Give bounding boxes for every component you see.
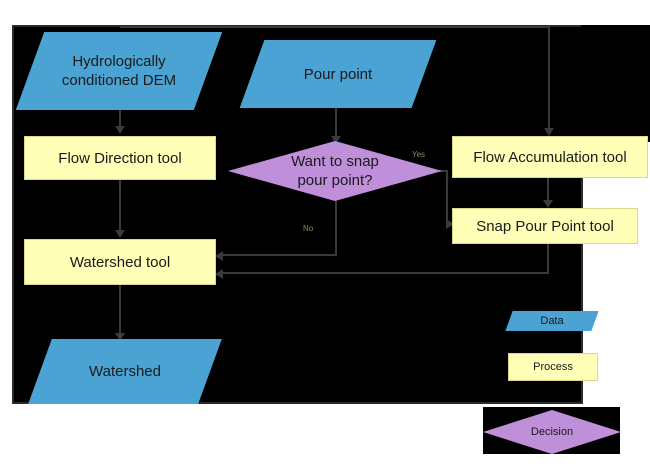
node-flow-accumulation-tool[interactable]: Flow Accumulation tool xyxy=(452,136,648,178)
arrowhead-into-snap-pour-point xyxy=(446,219,454,229)
node-label-dem: Hydrologically conditioned DEM xyxy=(61,53,177,89)
edge-label-yes: Yes xyxy=(412,150,426,159)
node-pour-point[interactable]: Pour point xyxy=(239,40,437,108)
connector-dem-to-flow-direction xyxy=(119,110,121,128)
node-watershed-tool[interactable]: Watershed tool xyxy=(24,239,216,285)
legend-item-data: Data xyxy=(505,311,599,331)
arrowhead-into-snap-pour-point-top xyxy=(543,200,553,208)
connector-flow-direction-to-watershed-tool xyxy=(119,180,121,232)
arrowhead-into-watershed-tool-no xyxy=(215,251,223,261)
node-hydrologically-conditioned-dem[interactable]: Hydrologically conditioned DEM xyxy=(15,32,223,110)
node-label-watershed-tool: Watershed tool xyxy=(69,253,171,271)
arrowhead-into-flow-direction xyxy=(115,126,125,134)
connector-dem-to-flow-accumulation-vertical xyxy=(548,26,550,130)
node-label-snap-decision: Want to snap pour point? xyxy=(291,153,379,189)
arrowhead-into-watershed-tool-snap xyxy=(215,269,223,279)
arrowhead-into-watershed xyxy=(115,333,125,341)
connector-snap-pour-point-to-watershed-vertical xyxy=(547,244,549,273)
node-label-pour-point: Pour point xyxy=(303,65,373,83)
node-label-watershed-output: Watershed xyxy=(89,363,161,380)
connector-dem-to-flow-accumulation-horizontal xyxy=(120,26,550,28)
legend-label-data: Data xyxy=(540,314,564,327)
edge-label-no: No xyxy=(303,224,314,233)
arrowhead-into-watershed-tool-top xyxy=(115,230,125,238)
diagram-canvas-right-extension xyxy=(581,25,650,142)
node-flow-direction-tool[interactable]: Flow Direction tool xyxy=(24,136,216,180)
arrowhead-into-decision xyxy=(331,136,341,144)
connector-decision-yes-vertical xyxy=(446,170,448,220)
connector-pour-point-to-decision xyxy=(335,108,337,138)
legend-item-process: Process xyxy=(508,353,598,381)
connector-decision-no-vertical xyxy=(335,201,337,255)
node-label-snap-pour-point: Snap Pour Point tool xyxy=(476,217,614,235)
node-watershed-output[interactable]: Watershed xyxy=(28,339,222,404)
node-label-flow-direction: Flow Direction tool xyxy=(58,149,182,167)
connector-watershed-tool-to-watershed xyxy=(119,285,121,335)
node-label-flow-accumulation: Flow Accumulation tool xyxy=(473,148,627,166)
legend-label-process: Process xyxy=(533,360,573,373)
node-snap-pour-point-tool[interactable]: Snap Pour Point tool xyxy=(452,208,638,244)
legend-label-decision: Decision xyxy=(530,425,574,438)
arrowhead-into-flow-accumulation xyxy=(544,128,554,136)
connector-decision-no-horizontal xyxy=(222,254,337,256)
connector-snap-pour-point-to-watershed-horizontal xyxy=(222,272,549,274)
connector-flow-accumulation-to-snap-pour-point xyxy=(547,178,549,202)
